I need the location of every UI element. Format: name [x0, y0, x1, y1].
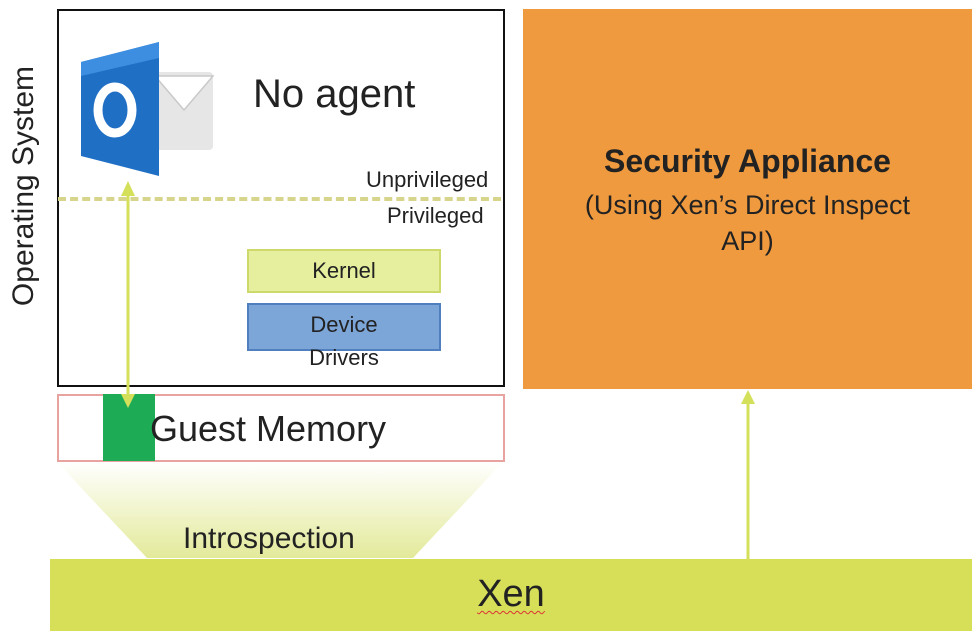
- device-drivers-label-line1: Device: [310, 312, 378, 337]
- xen-label: Xen: [477, 573, 545, 615]
- security-appliance-subtitle-line2: API): [721, 226, 774, 256]
- guest-memory-label: Guest Memory: [150, 408, 387, 449]
- security-appliance-title: Security Appliance: [604, 143, 891, 179]
- operating-system-label: Operating System: [7, 65, 40, 307]
- security-appliance-box: [523, 9, 972, 389]
- xen-to-security-appliance-arrow: [741, 390, 755, 559]
- outlook-icon: [81, 42, 215, 176]
- device-drivers-label-line2: Drivers: [309, 345, 379, 370]
- memory-page-marker: [103, 394, 155, 461]
- introspection-label: Introspection: [183, 522, 355, 555]
- introspection-funnel: [57, 462, 503, 558]
- privilege-boundary-line: [58, 197, 501, 201]
- kernel-box: Kernel: [247, 249, 441, 293]
- no-agent-label: No agent: [253, 72, 416, 116]
- xen-hypervisor-bar: [50, 559, 972, 631]
- device-drivers-box: [247, 303, 441, 351]
- privileged-label: Privileged: [387, 203, 484, 228]
- security-appliance-subtitle-line1: (Using Xen’s Direct Inspect: [584, 190, 911, 220]
- unprivileged-label: Unprivileged: [366, 167, 489, 192]
